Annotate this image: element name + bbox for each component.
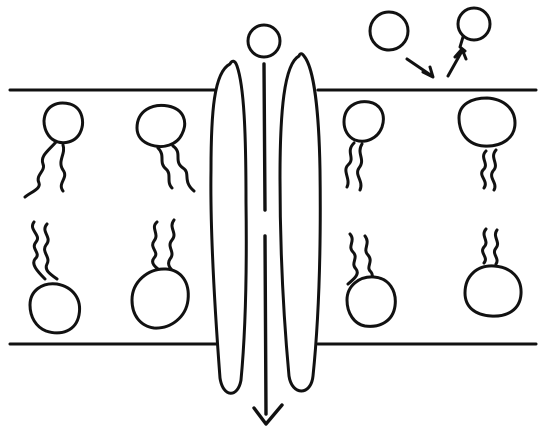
phospholipid-tail-bottom-2a xyxy=(151,220,164,274)
phospholipid-tail-bottom-3a xyxy=(346,232,359,286)
phospholipid-tail-top-2b xyxy=(171,144,196,193)
outside-molecule-2 xyxy=(456,6,492,42)
phospholipid-tail-top-1b xyxy=(59,143,67,193)
phospholipid-head-top-1 xyxy=(42,101,84,145)
phospholipid-tail-top-4b xyxy=(490,148,498,192)
phospholipid-tail-bottom-1b xyxy=(43,222,59,281)
phospholipid-head-bottom-3 xyxy=(345,275,397,328)
phospholipid-tail-bottom-1a xyxy=(31,220,47,281)
transport-arrow-shaft-lower xyxy=(263,234,268,416)
phospholipid-tail-top-1a xyxy=(23,140,58,199)
outside-molecule-1 xyxy=(368,10,410,52)
channel-protein-right xyxy=(278,52,322,393)
phospholipid-tail-top-3a xyxy=(344,141,356,189)
phospholipid-tail-top-3b xyxy=(356,142,364,192)
phospholipid-tail-bottom-4a xyxy=(481,227,488,265)
transport-arrow-shaft-upper xyxy=(262,62,267,212)
phospholipid-head-top-4 xyxy=(457,96,517,148)
transported-molecule xyxy=(246,23,282,59)
phospholipid-head-top-2 xyxy=(135,103,187,149)
phospholipid-head-bottom-4 xyxy=(463,264,523,318)
phospholipid-head-bottom-2 xyxy=(130,267,190,330)
phospholipid-tail-bottom-2b xyxy=(167,218,179,276)
channel-protein-left xyxy=(209,59,248,395)
phospholipid-tail-top-2a xyxy=(156,146,174,190)
small-arrow-down xyxy=(405,57,435,79)
phospholipid-head-top-3 xyxy=(342,100,385,143)
small-arrow-up xyxy=(446,47,468,78)
phospholipid-head-bottom-1 xyxy=(28,282,82,335)
phospholipid-tail-top-4a xyxy=(480,149,488,190)
phospholipid-tail-bottom-4b xyxy=(492,228,500,266)
transport-arrow-head xyxy=(252,403,284,426)
